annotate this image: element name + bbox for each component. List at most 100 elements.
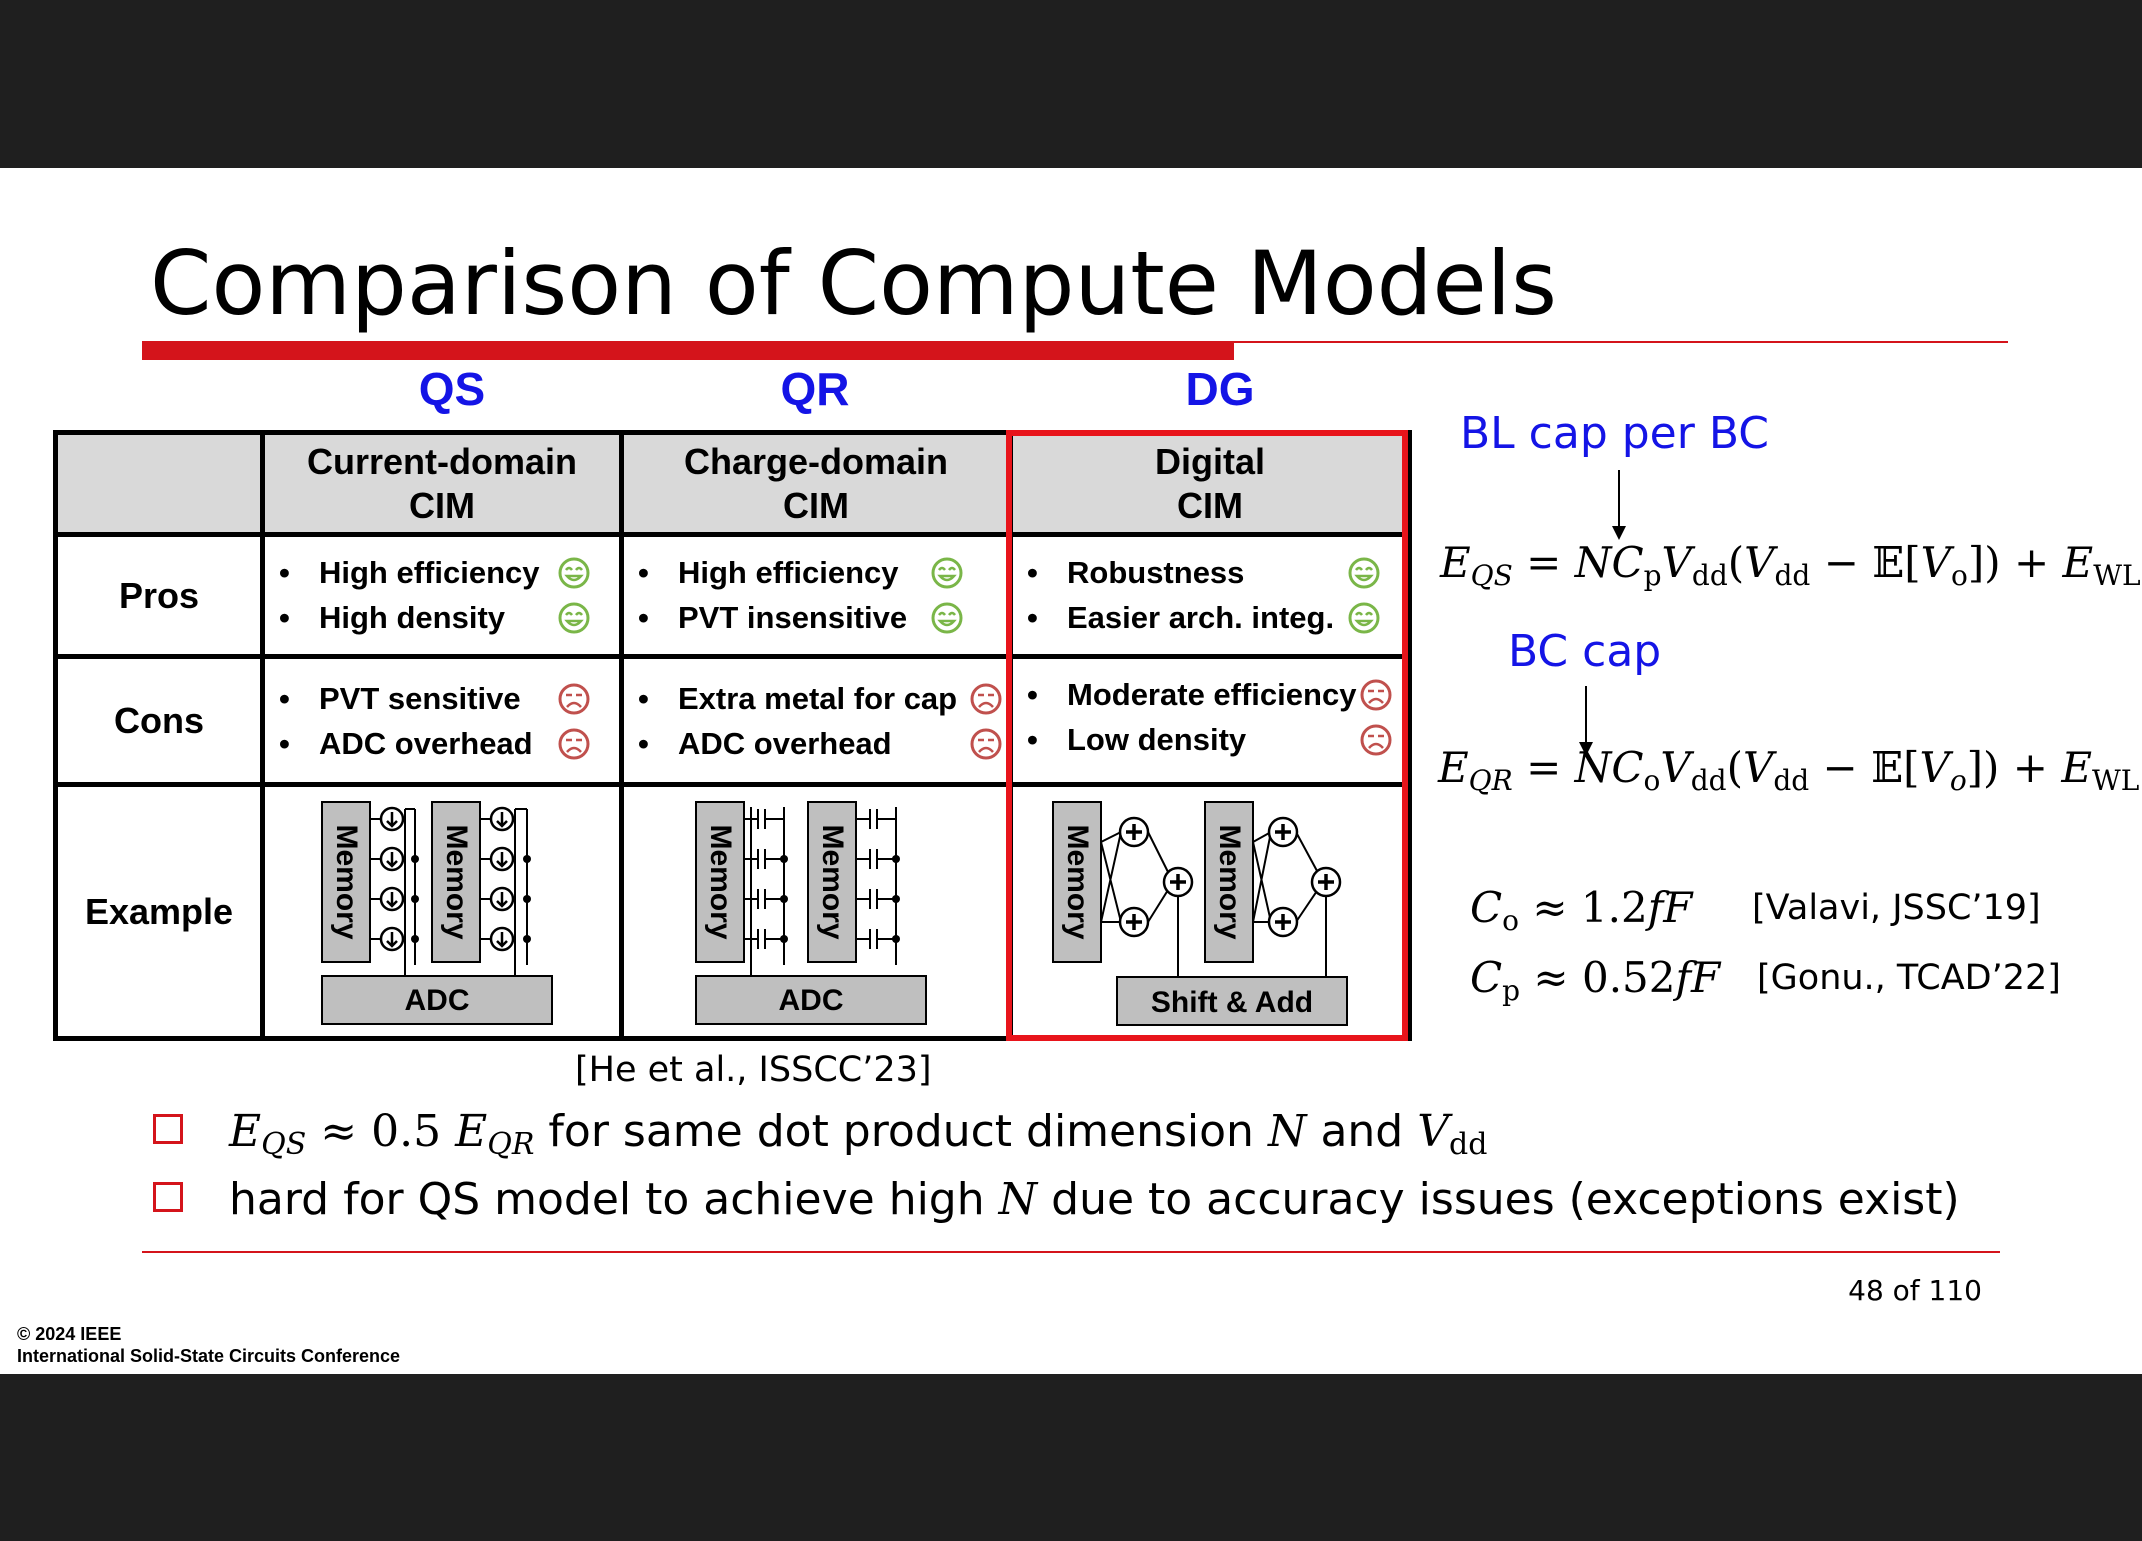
bullet-energy-ratio: EQS ≈ 0.5 EQR for same dot product dimen… (153, 1106, 1487, 1162)
bc-cap-arrow (1585, 686, 1587, 746)
equation-co: Co ≈ 1.2fF (1470, 883, 1693, 937)
bullet-2-post: due to accuracy issues (exceptions exist… (1051, 1174, 1960, 1225)
frown-icon (1360, 679, 1392, 710)
footer-rule (142, 1251, 2000, 1253)
bullet-dot: • (638, 680, 649, 716)
frown-icon (558, 683, 590, 714)
bullet-1-and: and (1320, 1106, 1404, 1157)
equation-cp: Cp ≈ 0.52fF (1470, 953, 1721, 1007)
example-qs-cell: Memory Memory (260, 782, 624, 1041)
qr-adc-label: ADC (779, 984, 844, 1017)
pros-dg-1: Robustness (1067, 554, 1245, 590)
pros-row: Pros • High efficiency • High density • … (53, 532, 1412, 659)
column-label-dg: DG (1185, 363, 1255, 415)
dg-shift-add-label: Shift & Add (1151, 986, 1313, 1019)
smiley-icon (558, 557, 590, 588)
conference-name: International Solid-State Circuits Confe… (17, 1346, 401, 1366)
header-qs: Current-domain CIM (260, 430, 624, 537)
pros-qr-2: PVT insensitive (678, 599, 908, 635)
header-dg-line2: CIM (1177, 484, 1243, 526)
smiley-icon (931, 557, 963, 588)
dg-highlight-box (1006, 430, 1408, 1041)
bullet-dot: • (1027, 554, 1038, 590)
title-rule-thick (142, 341, 1234, 360)
bullet-dot: • (638, 599, 649, 635)
bullet-2-pre: hard for QS model to achieve high (229, 1174, 985, 1225)
cons-qr-1: Extra metal for cap (678, 680, 958, 716)
arrow-down-icon (1579, 742, 1593, 756)
example-qr-cell: Memory Memory (619, 782, 1013, 1041)
header-qr-line2: CIM (783, 484, 849, 526)
bullet-dot: • (279, 599, 290, 635)
pros-qs-1: High efficiency (319, 554, 540, 590)
square-bullet-icon (153, 1182, 183, 1212)
header-dg: Digital CIM (1008, 430, 1412, 537)
page-number: 48 of 110 (1848, 1274, 1982, 1307)
header-qs-line2: CIM (409, 484, 475, 526)
bl-cap-arrow (1618, 470, 1620, 530)
cons-qr-cell: • Extra metal for cap • ADC overhead (619, 654, 1013, 787)
example-dg-cell: Memory Memory (1008, 782, 1412, 1041)
qs-memory-label: Memory (330, 824, 363, 939)
bullet-dot: • (638, 554, 649, 590)
qs-adc-label: ADC (405, 984, 470, 1017)
qs-memory-label: Memory (440, 824, 473, 939)
square-bullet-icon (153, 1114, 183, 1144)
bullet-dot: • (279, 554, 290, 590)
pros-qr-1: High efficiency (678, 554, 899, 590)
qr-memory-label: Memory (816, 824, 849, 939)
smiley-icon (558, 602, 590, 633)
pros-label: Pros (53, 532, 265, 659)
example-label: Example (53, 782, 265, 1041)
header-qr-line1: Charge-domain (683, 440, 949, 482)
qr-circuit-diagram: Memory Memory (695, 801, 927, 1025)
pros-dg-2: Easier arch. integ. (1067, 599, 1335, 635)
bullet-dot: • (279, 725, 290, 761)
slide: Comparison of Compute Models QS QR DG Cu… (0, 168, 2142, 1374)
bullet-dot: • (1027, 676, 1038, 712)
copyright: © 2024 IEEE (17, 1324, 122, 1344)
dg-circuit-diagram: Memory Memory (1052, 801, 1348, 1026)
smiley-icon (931, 602, 963, 633)
header-dg-line1: Digital (1154, 440, 1265, 482)
bc-cap-annotation: BC cap (1508, 626, 1662, 677)
bullet-1-text: for same dot product dimension (548, 1106, 1254, 1157)
cons-dg-cell: • Moderate efficiency • Low density (1008, 654, 1412, 787)
pros-qs-cell: • High efficiency • High density (260, 532, 624, 659)
header-qs-line1: Current-domain (307, 440, 577, 482)
header-qr: Charge-domain CIM (619, 430, 1013, 537)
equation-eqr: EQR = NCoVdd(Vdd − 𝔼[Vo]) + EWL (1438, 743, 2140, 797)
column-label-qr: QR (780, 363, 850, 415)
cons-dg-2: Low density (1067, 721, 1247, 757)
pros-qs-2: High density (319, 599, 506, 635)
qr-memory-label: Memory (704, 824, 737, 939)
pros-dg-cell: • Robustness • Easier arch. integ. (1008, 532, 1412, 659)
column-label-qs: QS (418, 363, 486, 415)
bullet-dot: • (1027, 721, 1038, 757)
frown-icon (970, 728, 1002, 759)
bl-cap-annotation: BL cap per BC (1460, 408, 1769, 459)
bullet-qs-accuracy: hard for QS model to achieve high N due … (153, 1174, 1960, 1225)
table-citation: [He et al., ISSCC’23] (575, 1050, 932, 1090)
cons-qr-2: ADC overhead (678, 725, 892, 761)
bullet-dot: • (279, 680, 290, 716)
frown-icon (970, 683, 1002, 714)
equation-eqs: EQS = NCpVdd(Vdd − 𝔼[Vo]) + EWL (1440, 538, 2141, 592)
qs-circuit-diagram: Memory Memory (321, 801, 553, 1025)
slide-title: Comparison of Compute Models (150, 232, 1557, 335)
cons-dg-1: Moderate efficiency (1067, 676, 1357, 712)
smiley-icon (1348, 602, 1380, 633)
co-citation: [Valavi, JSSC’19] (1752, 888, 2041, 928)
cons-label: Cons (53, 654, 265, 787)
dg-memory-label: Memory (1213, 824, 1246, 939)
header-corner (53, 430, 265, 537)
arrow-down-icon (1612, 526, 1626, 540)
frown-icon (1360, 724, 1392, 755)
cons-qs-2: ADC overhead (319, 725, 533, 761)
frown-icon (558, 728, 590, 759)
bullet-dot: • (1027, 599, 1038, 635)
bullet-dot: • (638, 725, 649, 761)
smiley-icon (1348, 557, 1380, 588)
cons-qs-1: PVT sensitive (319, 680, 521, 716)
comparison-table: Current-domain CIM Charge-domain CIM Dig… (53, 430, 1412, 1041)
